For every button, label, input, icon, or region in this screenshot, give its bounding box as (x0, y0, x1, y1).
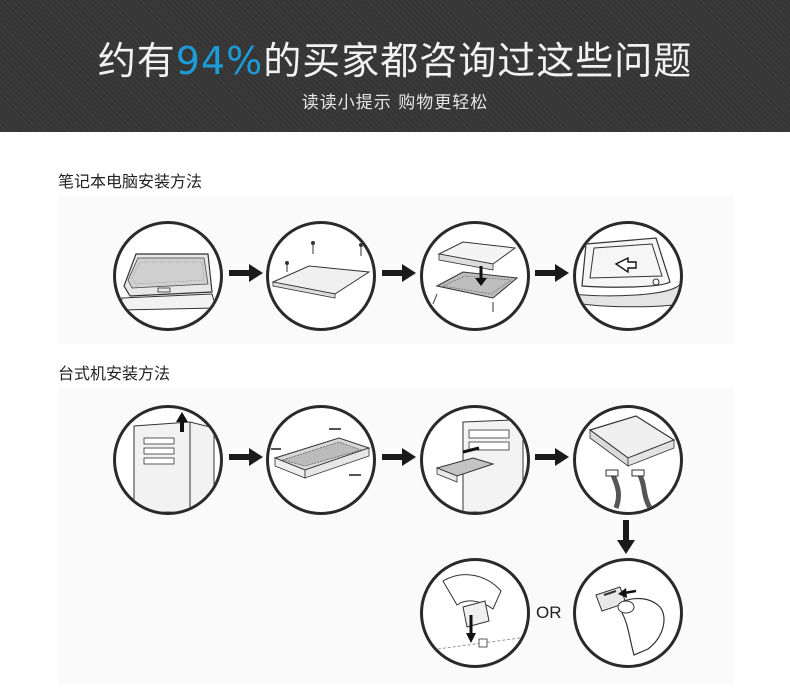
connector-press-icon (573, 558, 683, 668)
banner-subtitle: 读读小提示 购物更轻松 (301, 93, 489, 113)
step-arrow-icon (535, 448, 569, 466)
laptop-bay-icon (113, 221, 223, 331)
caddy-install-icon (573, 221, 683, 331)
banner-title-pre: 约有 (97, 39, 176, 83)
bracket-into-case-icon (420, 405, 530, 515)
mounting-bracket-icon (266, 405, 376, 515)
connector-plug-icon (420, 558, 530, 668)
sata-cable-icon (573, 405, 683, 515)
or-label: OR (536, 603, 562, 622)
header-banner: 约有94%的买家都咨询过这些问题 读读小提示 购物更轻松 (0, 0, 790, 132)
step-arrow-icon (382, 448, 416, 466)
step-arrow-icon (229, 264, 263, 282)
banner-title-accent: 94% (175, 39, 264, 83)
banner-title: 约有94%的买家都咨询过这些问题 (0, 30, 790, 85)
drive-cover-screws-icon (266, 221, 376, 331)
step-arrow-icon (535, 264, 569, 282)
down-arrow-icon (617, 520, 635, 554)
case-open-icon (113, 405, 223, 515)
banner-title-post: 的买家都咨询过这些问题 (263, 39, 693, 83)
laptop-section-title: 笔记本电脑安装方法 (58, 172, 203, 191)
desktop-section-title: 台式机安装方法 (58, 364, 171, 383)
step-arrow-icon (382, 264, 416, 282)
drive-into-caddy-icon (420, 221, 530, 331)
step-arrow-icon (229, 448, 263, 466)
